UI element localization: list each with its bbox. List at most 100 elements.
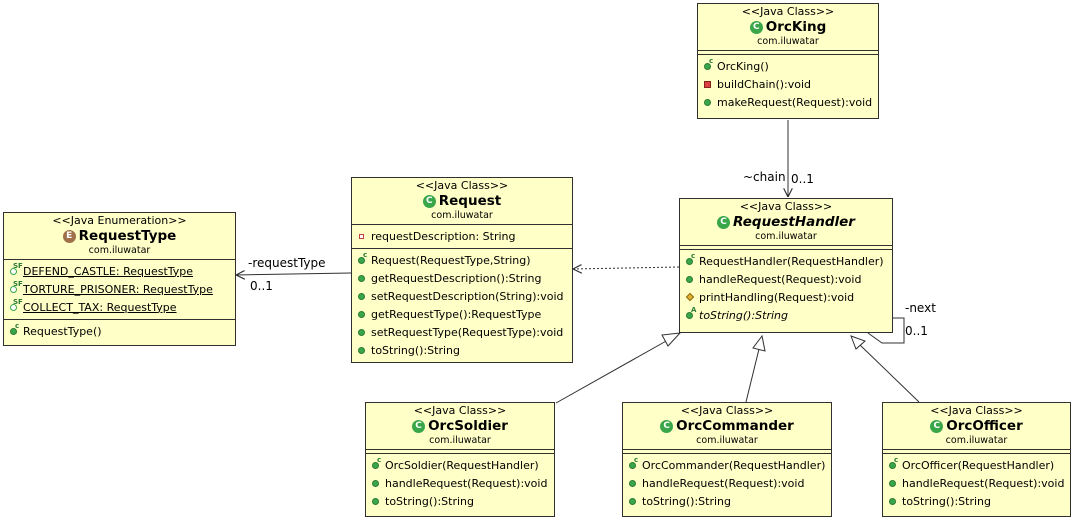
method-signature: Request(RequestType,String) bbox=[371, 253, 531, 267]
class-icon: C bbox=[660, 419, 674, 433]
orccommander-generalization-arrowhead bbox=[752, 334, 766, 352]
method-signature: getRequestType():RequestType bbox=[371, 307, 542, 321]
package-label: com.iluwatar bbox=[429, 435, 491, 446]
class-title: E RequestType bbox=[4, 227, 235, 245]
constructor-icon: c bbox=[8, 322, 20, 337]
class-header: <<Java Class>> C OrcCommander com.iluwat… bbox=[623, 403, 831, 450]
public-method-icon bbox=[627, 477, 639, 489]
class-box-requesttype[interactable]: <<Java Enumeration>> E RequestType com.i… bbox=[3, 212, 236, 346]
attribute-signature: COLLECT_TAX: RequestType bbox=[23, 300, 177, 314]
method-signature: getRequestDescription():String bbox=[371, 271, 542, 285]
class-header: <<Java Class>> C OrcSoldier com.iluwatar bbox=[366, 403, 554, 450]
package-label: com.iluwatar bbox=[88, 245, 151, 256]
class-title: C OrcKing bbox=[698, 18, 878, 36]
public-method-icon bbox=[370, 495, 382, 507]
method-signature: toString():String bbox=[902, 494, 991, 508]
requesttype-multiplicity-label: 0..1 bbox=[250, 279, 273, 293]
abstract-method-icon: A bbox=[684, 306, 696, 321]
public-method-icon bbox=[887, 477, 899, 489]
static-final-field-icon: SF bbox=[8, 262, 23, 277]
stereotype-label: <<Java Class>> bbox=[680, 404, 774, 417]
method-signature: handleRequest(Request):void bbox=[385, 476, 548, 490]
method-signature: OrcKing() bbox=[717, 59, 769, 73]
method-row: toString():String bbox=[352, 341, 572, 359]
stereotype-label: <<Java Enumeration>> bbox=[52, 214, 187, 227]
method-signature: handleRequest(Request):void bbox=[699, 272, 862, 286]
constructor-icon: c bbox=[627, 456, 639, 471]
public-method-icon bbox=[627, 495, 639, 507]
chain-role-label: ~chain bbox=[743, 170, 786, 184]
static-final-field-icon: SF bbox=[8, 280, 23, 295]
class-title: C OrcOfficer bbox=[883, 417, 1070, 435]
stereotype-label: <<Java Class>> bbox=[415, 179, 509, 192]
class-box-orccommander[interactable]: <<Java Class>> C OrcCommander com.iluwat… bbox=[622, 402, 832, 517]
method-signature: handleRequest(Request):void bbox=[642, 476, 805, 490]
chain-multiplicity-label: 0..1 bbox=[791, 172, 814, 186]
constructor-icon: c bbox=[370, 456, 382, 471]
attribute-signature: TORTURE_PRISONER: RequestType bbox=[23, 282, 213, 296]
public-method-icon bbox=[356, 326, 368, 338]
class-box-request[interactable]: <<Java Class>> C Request com.iluwatar re… bbox=[351, 177, 573, 363]
class-title: C Request bbox=[352, 192, 572, 210]
class-title: C RequestHandler bbox=[680, 213, 892, 231]
package-label: com.iluwatar bbox=[431, 210, 493, 221]
public-method-icon bbox=[356, 272, 368, 284]
method-signature: setRequestDescription(String):void bbox=[371, 289, 564, 303]
method-signature: buildChain():void bbox=[717, 77, 812, 91]
constructor-icon: c bbox=[702, 57, 714, 72]
class-box-orcsoldier[interactable]: <<Java Class>> C OrcSoldier com.iluwatar… bbox=[365, 402, 555, 517]
class-name: OrcCommander bbox=[676, 418, 794, 434]
class-name: RequestType bbox=[78, 228, 177, 244]
attribute-compartment bbox=[623, 450, 831, 454]
method-signature: toString():String bbox=[699, 308, 788, 322]
class-header: <<Java Class>> C RequestHandler com.iluw… bbox=[680, 199, 892, 246]
orcsoldier-generalization-line bbox=[555, 339, 669, 404]
next-role-label: -next bbox=[905, 301, 936, 315]
method-row: handleRequest(Request):void bbox=[366, 474, 554, 492]
class-header: <<Java Class>> C Request com.iluwatar bbox=[352, 178, 572, 225]
class-name: RequestHandler bbox=[733, 214, 855, 230]
orcsoldier-generalization-arrowhead bbox=[661, 332, 682, 347]
method-row: toString():String bbox=[883, 492, 1070, 510]
requesttype-role-label: -requestType bbox=[248, 256, 326, 270]
stereotype-label: <<Java Class>> bbox=[413, 404, 507, 417]
class-name: Request bbox=[438, 193, 502, 209]
class-icon: C bbox=[749, 20, 763, 34]
method-row: setRequestType(RequestType):void bbox=[352, 323, 572, 341]
protected-method-icon bbox=[684, 291, 696, 303]
class-title: C OrcCommander bbox=[623, 417, 831, 435]
method-signature: RequestType() bbox=[23, 324, 102, 338]
package-label: com.iluwatar bbox=[755, 231, 817, 242]
orccommander-generalization-line bbox=[745, 348, 760, 403]
method-row: handleRequest(Request):void bbox=[680, 270, 892, 288]
static-final-field-icon: SF bbox=[8, 298, 23, 313]
public-method-icon bbox=[370, 477, 382, 489]
method-signature: OrcOfficer(RequestHandler) bbox=[902, 458, 1055, 472]
class-box-requesthandler[interactable]: <<Java Class>> C RequestHandler com.iluw… bbox=[679, 198, 893, 333]
class-header: <<Java Class>> C OrcOfficer com.iluwatar bbox=[883, 403, 1070, 450]
attribute-signature: DEFEND_CASTLE: RequestType bbox=[23, 264, 194, 278]
package-label: com.iluwatar bbox=[757, 36, 819, 47]
constructor-icon: c bbox=[887, 456, 899, 471]
public-method-icon bbox=[356, 308, 368, 320]
class-icon: C bbox=[412, 419, 426, 433]
public-method-icon bbox=[356, 344, 368, 356]
public-method-icon bbox=[702, 96, 714, 108]
orcofficer-generalization-arrowhead bbox=[850, 335, 866, 350]
public-method-icon bbox=[356, 290, 368, 302]
method-signature: RequestHandler(RequestHandler) bbox=[699, 254, 884, 268]
class-box-orcofficer[interactable]: <<Java Class>> C OrcOfficer com.iluwatar… bbox=[882, 402, 1071, 517]
method-row: buildChain():void bbox=[698, 75, 878, 93]
